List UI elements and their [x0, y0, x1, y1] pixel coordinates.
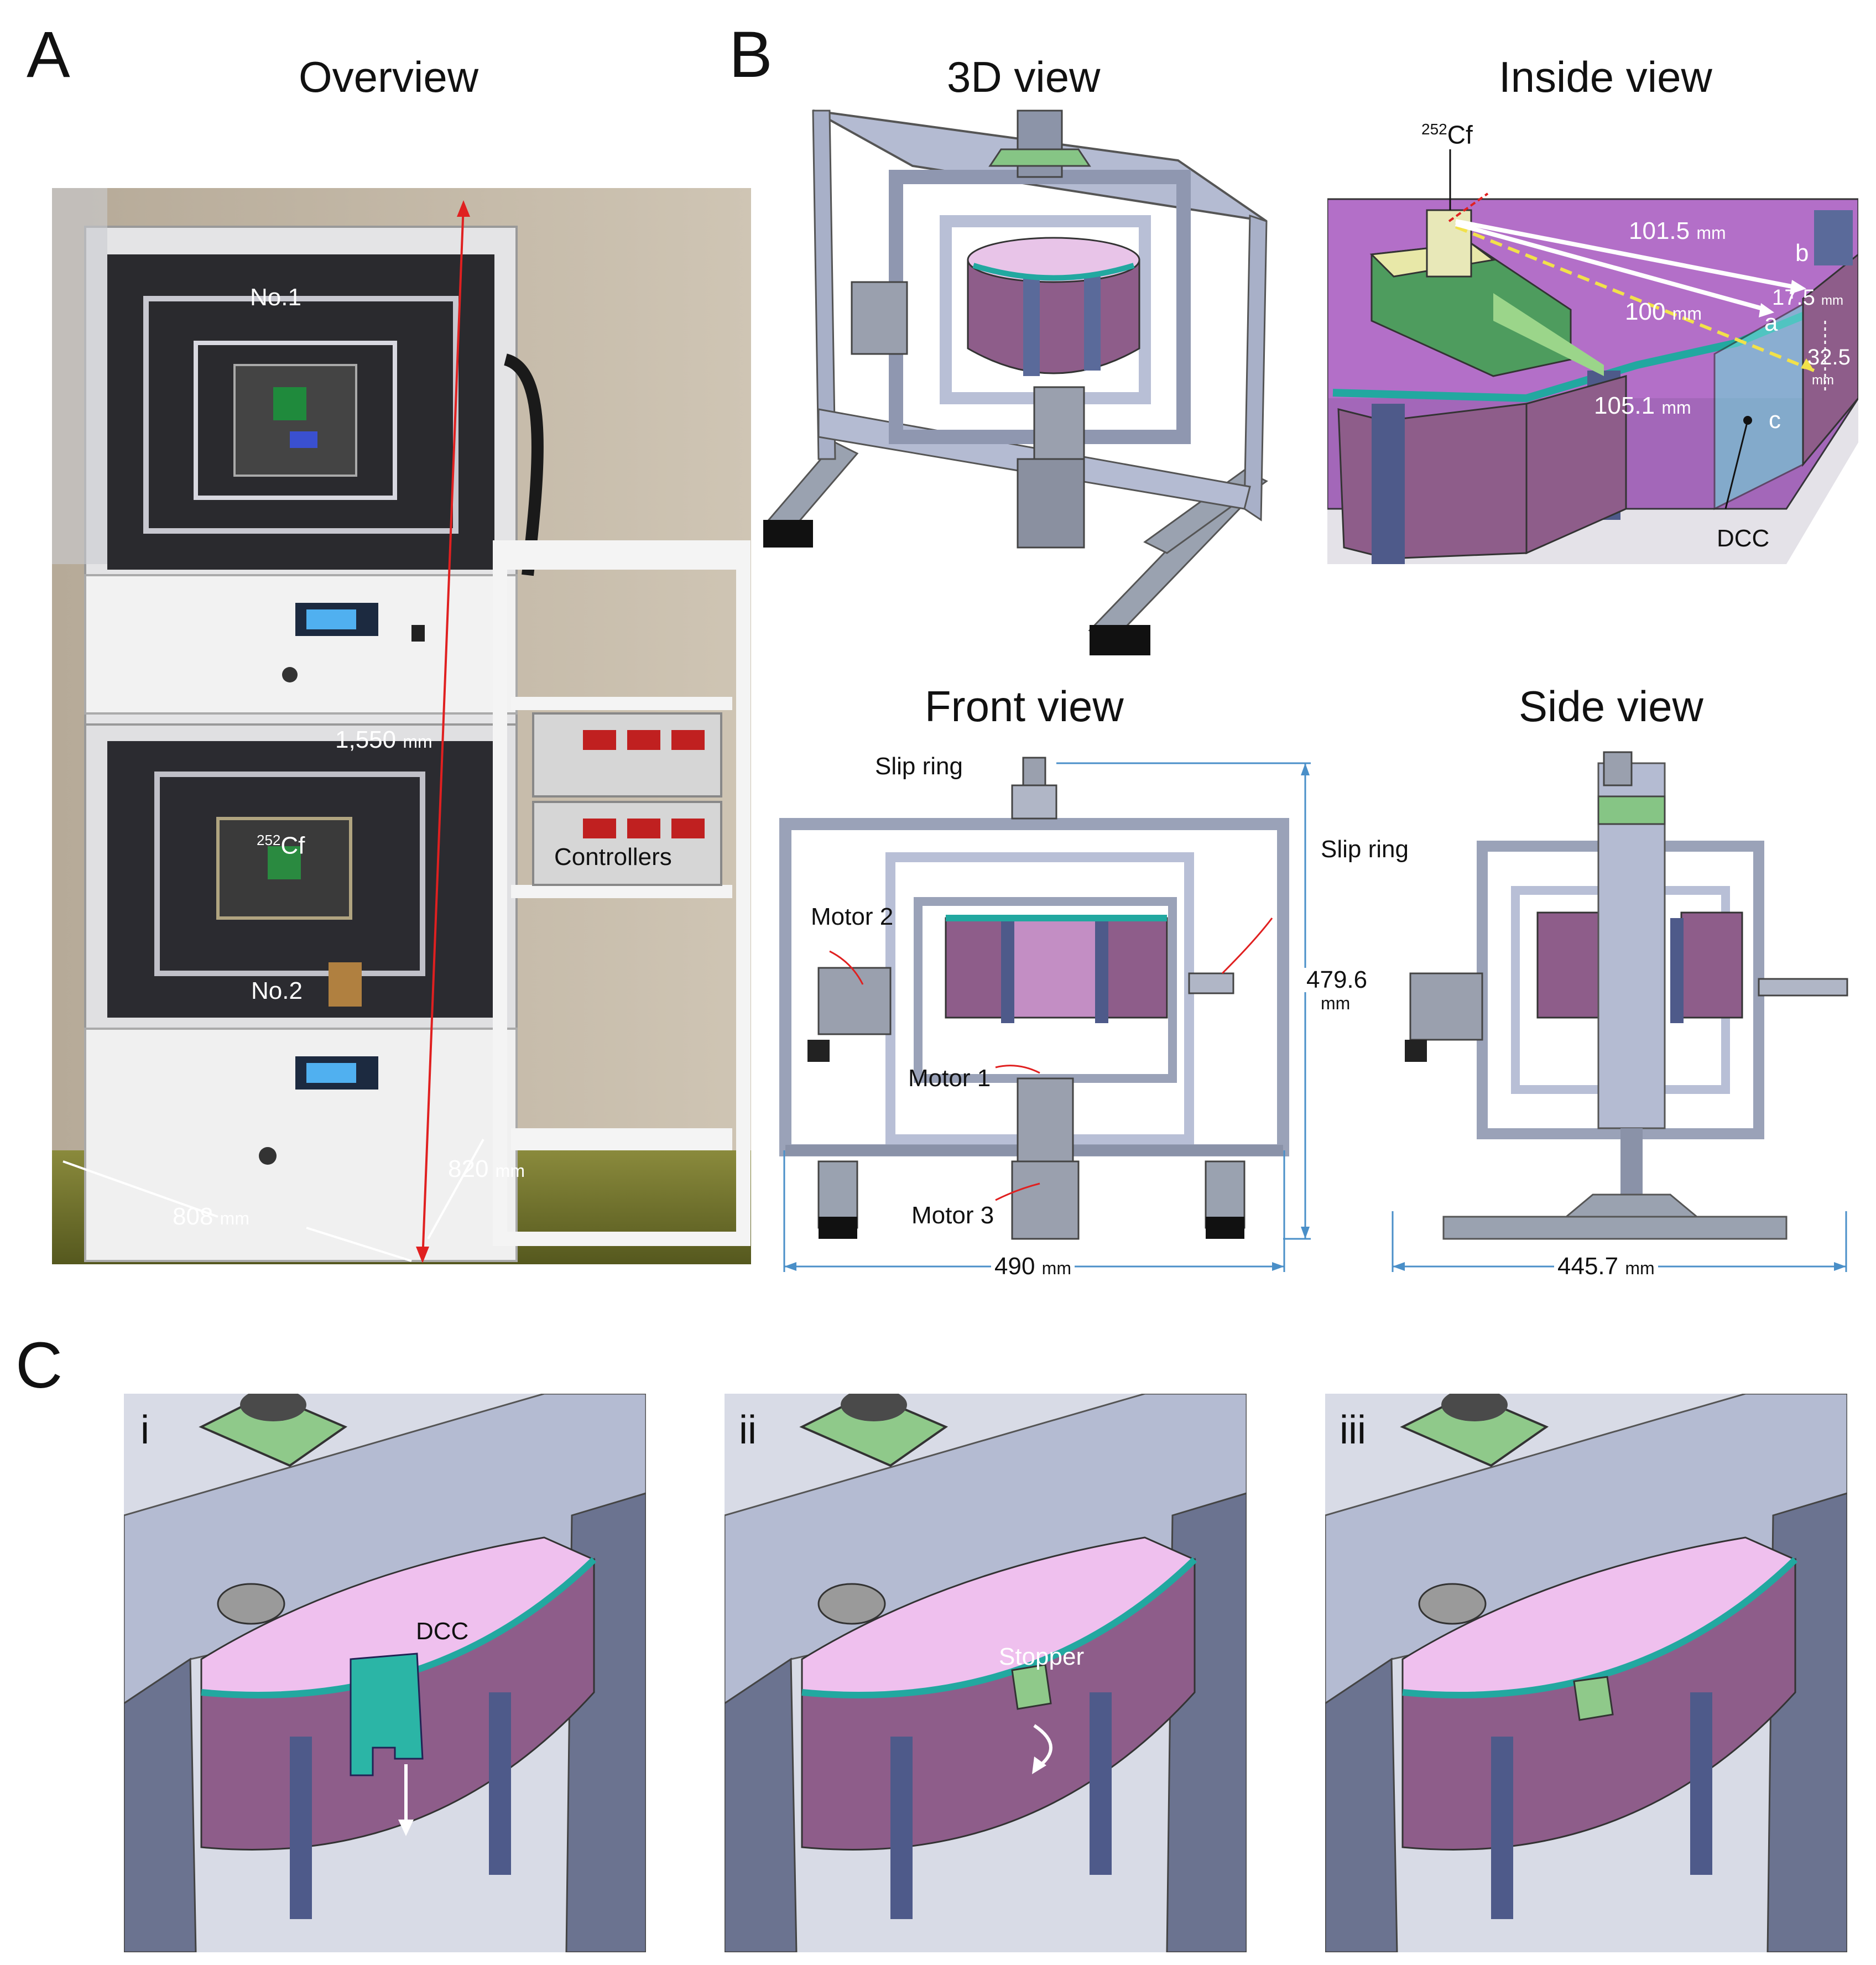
- front-slip-ring-top: Slip ring: [875, 753, 963, 780]
- label-width: 808 mm: [173, 1203, 249, 1230]
- view-3d-title: 3D view: [947, 53, 1101, 101]
- view-3d-drawing: [758, 100, 1322, 664]
- view-side-title: Side view: [1519, 682, 1703, 731]
- inside-dist-b: 101.5 mm: [1629, 217, 1726, 244]
- view-inside-drawing: 252Cf 101.5 mm 100 mm 105.1 mm 17.5 mm 3…: [1327, 111, 1858, 586]
- closeup-i-dcc: DCC: [416, 1618, 469, 1645]
- label-depth: 820 mm: [448, 1155, 525, 1182]
- closeup-ii-label: ii: [739, 1408, 757, 1452]
- label-controllers: Controllers: [554, 843, 672, 871]
- front-motor2: Motor 2: [811, 903, 894, 930]
- overview-photo-art: [52, 188, 751, 1264]
- inside-dist-a: 100 mm: [1625, 298, 1702, 325]
- front-slip-ring-right: Slip ring: [1321, 836, 1409, 863]
- label-no1: No.1: [250, 284, 301, 311]
- panel-letter-c: C: [15, 1329, 63, 1402]
- inside-dcc-label: DCC: [1717, 525, 1770, 552]
- view-side-drawing: 445.7 mm: [1383, 741, 1869, 1283]
- closeup-ii: ii Stopper: [725, 1394, 1247, 1952]
- label-cf-photo: 252Cf: [257, 832, 305, 859]
- panel-letter-b: B: [729, 18, 773, 91]
- label-height: 1,550 mm: [335, 726, 432, 753]
- closeup-iii: iii: [1325, 1394, 1847, 1952]
- inside-dist-c: 105.1 mm: [1594, 392, 1691, 419]
- front-width: 490 mm: [991, 1254, 1075, 1279]
- closeup-i: i DCC: [124, 1394, 646, 1952]
- inside-point-a: a: [1764, 309, 1778, 336]
- inside-point-b: b: [1795, 239, 1809, 267]
- view-front-title: Front view: [925, 682, 1124, 731]
- view-inside-title: Inside view: [1499, 53, 1712, 101]
- inside-cf-label: 252Cf: [1421, 120, 1473, 149]
- front-height-unit: mm: [1319, 994, 1353, 1012]
- front-motor3: Motor 3: [911, 1202, 994, 1229]
- inside-gap-2-unit: mm: [1812, 373, 1834, 388]
- closeup-i-label: i: [140, 1408, 149, 1452]
- overview-photo: No.1 No.2 Controllers 252Cf 1,550 mm 808…: [52, 188, 751, 1264]
- side-width: 445.7 mm: [1554, 1254, 1658, 1279]
- front-height-value: 479.6: [1304, 968, 1370, 992]
- inside-gap-1: 17.5 mm: [1772, 285, 1843, 310]
- overview-title: Overview: [299, 53, 479, 101]
- label-no2: No.2: [251, 977, 303, 1004]
- inside-gap-2: 32.5: [1807, 345, 1851, 369]
- panel-letter-a: A: [27, 18, 70, 91]
- view-front-drawing: Slip ring Slip ring Motor 2 Motor 1 Moto…: [763, 741, 1409, 1283]
- inside-point-c: c: [1769, 406, 1781, 434]
- closeup-ii-stopper: Stopper: [999, 1643, 1085, 1670]
- closeup-iii-label: iii: [1340, 1408, 1366, 1452]
- front-motor1: Motor 1: [908, 1065, 991, 1092]
